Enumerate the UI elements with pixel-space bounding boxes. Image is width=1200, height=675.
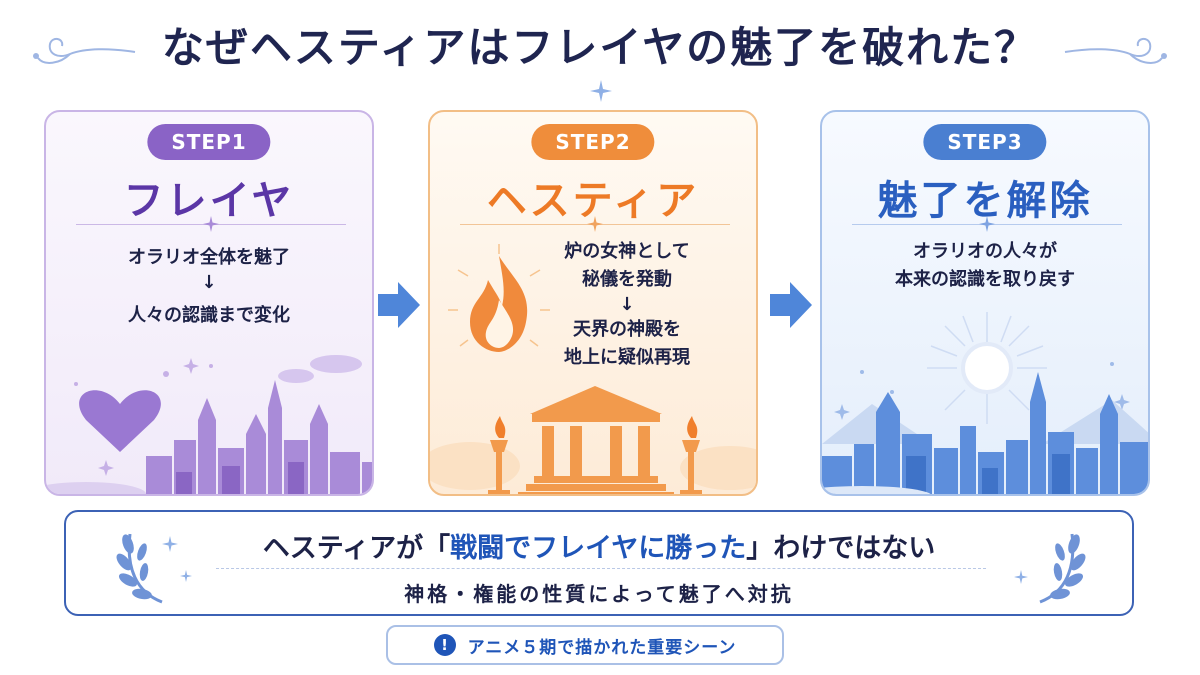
headline-prefix: ヘスティアが — [262, 533, 424, 564]
open-bracket: 「 — [423, 533, 451, 564]
sparkle-icon — [162, 536, 178, 552]
step2-label: STEP2 — [531, 124, 655, 160]
sparkle-icon — [203, 216, 219, 232]
sparkle-icon — [590, 80, 612, 102]
headline-highlight: 戦闘でフレイヤに勝った — [450, 533, 747, 564]
step3-card: STEP3 魅了を解除 オラリオの人々が 本来の認識を取り戻す — [820, 110, 1150, 496]
flame-icon — [448, 244, 550, 352]
step2-line2: 秘儀を発動 — [582, 269, 672, 290]
next-step-arrow-icon — [770, 282, 812, 328]
divider — [216, 568, 986, 569]
step2-card: STEP2 ヘスティア 炉の女神として 秘儀を発動 ↓ 天界の神殿を 地上に疑似… — [428, 110, 758, 496]
step2-line1: 炉の女神として — [564, 241, 690, 262]
step2-line4: 地上に疑似再現 — [564, 347, 690, 368]
conclusion-headline: ヘスティアが「戦闘でフレイヤに勝った」わけではない — [66, 526, 1132, 565]
sunburst-icon — [927, 312, 1047, 424]
step3-label: STEP3 — [923, 124, 1047, 160]
down-arrow-icon: ↓ — [201, 272, 217, 293]
step1-line2: 人々の認識まで変化 — [128, 305, 290, 326]
step3-line1: オラリオの人々が — [913, 241, 1057, 262]
blue-city-skyline — [822, 362, 1148, 494]
step1-label: STEP1 — [147, 124, 271, 160]
step3-text: オラリオの人々が 本来の認識を取り戻す — [822, 238, 1148, 294]
step2-heading: ヘスティア — [486, 178, 700, 224]
heart-icon — [79, 390, 161, 452]
step2-text: 炉の女神として 秘儀を発動 ↓ 天界の神殿を 地上に疑似再現 — [482, 238, 756, 372]
down-arrow-icon: ↓ — [619, 294, 635, 315]
laurel-left-icon — [116, 533, 163, 604]
left-flourish-ornament — [33, 38, 136, 64]
conclusion-subtext: 神格・権能の性質によって魅了へ対抗 — [404, 582, 794, 606]
exclamation-icon: ! — [433, 634, 456, 656]
page-title: なぜヘスティアはフレイヤの魅了を破れた？ — [161, 23, 1039, 72]
sparkle-icon — [180, 570, 192, 582]
purple-city-skyline — [46, 355, 372, 494]
headline-suffix: わけではない — [773, 533, 936, 564]
badge-text: アニメ５期で描かれた重要シーン — [467, 637, 737, 658]
greek-temple-with-torches — [430, 386, 756, 494]
step3-line2: 本来の認識を取り戻す — [895, 269, 1075, 290]
laurel-right-icon — [1039, 533, 1086, 604]
step1-card: STEP1 フレイヤ オラリオ全体を魅了 ↓ 人々の認識まで変化 — [44, 110, 374, 496]
sparkle-icon — [979, 216, 995, 232]
close-bracket: 」 — [746, 533, 774, 564]
step3-heading: 魅了を解除 — [877, 178, 1093, 224]
next-step-arrow-icon — [378, 282, 420, 328]
sparkle-icon — [1014, 570, 1028, 584]
sparkle-icon — [587, 216, 603, 232]
right-flourish-ornament — [1064, 38, 1167, 64]
step2-line3: 天界の神殿を — [573, 319, 681, 340]
step1-line1: オラリオ全体を魅了 — [128, 247, 290, 268]
step1-text: オラリオ全体を魅了 ↓ 人々の認識まで変化 — [46, 244, 372, 330]
conclusion-callout: ヘスティアが「戦闘でフレイヤに勝った」わけではない 神格・権能の性質によって魅了… — [64, 510, 1134, 616]
anime-season-badge: ! アニメ５期で描かれた重要シーン — [386, 625, 784, 665]
step1-heading: フレイヤ — [123, 178, 295, 224]
